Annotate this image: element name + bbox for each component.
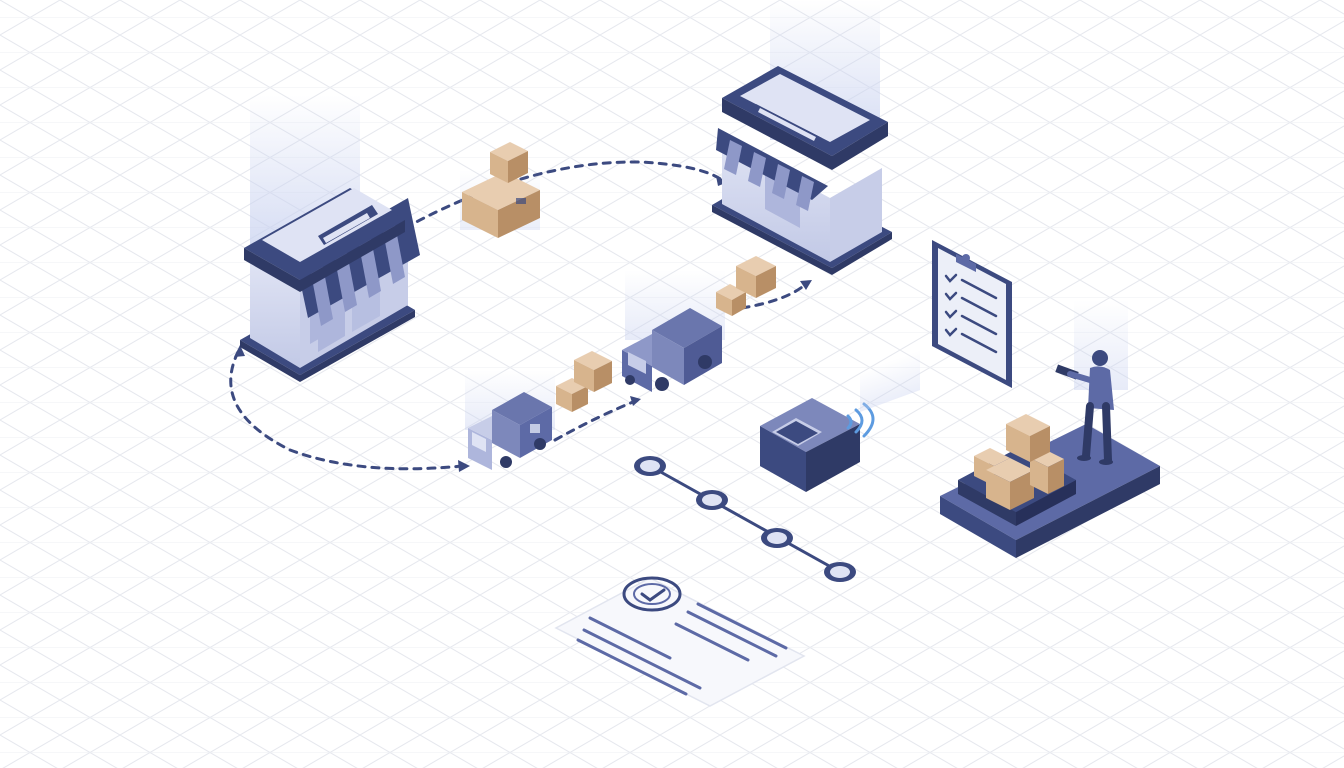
store-right-side-wall xyxy=(830,168,882,262)
storefront-icon xyxy=(240,95,420,382)
arrowhead-left-up xyxy=(234,345,245,357)
warehouse-worker-icon xyxy=(1055,300,1128,465)
package-icon xyxy=(556,351,612,412)
route-paths xyxy=(229,160,810,471)
route-truck-to-right-store xyxy=(553,398,640,442)
progress-timeline-icon xyxy=(634,456,856,582)
delivery-truck-icon xyxy=(465,370,555,470)
arrowhead-mid xyxy=(630,396,641,406)
store-left-front-wall xyxy=(250,262,300,368)
package-icon xyxy=(974,414,1064,510)
timeline-step xyxy=(634,456,666,476)
timeline-step xyxy=(696,490,728,510)
timeline-step xyxy=(761,528,793,548)
route-left-store-to-truck xyxy=(229,350,464,471)
checklist-clipboard-icon xyxy=(932,240,1012,388)
package-icon xyxy=(460,142,540,238)
delivery-truck-icon xyxy=(622,270,725,392)
arrowhead-store-2 xyxy=(800,280,812,290)
timeline-step xyxy=(824,562,856,582)
handheld-scanner-icon xyxy=(760,350,920,492)
storefront-icon xyxy=(712,0,892,275)
route-trucks-to-store xyxy=(740,280,810,310)
arrowhead-truck xyxy=(458,460,470,472)
store-left-sign xyxy=(262,188,392,262)
verified-document-icon xyxy=(554,576,806,707)
store-right-awning xyxy=(716,128,828,200)
store-right-sign xyxy=(740,74,870,142)
package-icon xyxy=(716,256,776,316)
